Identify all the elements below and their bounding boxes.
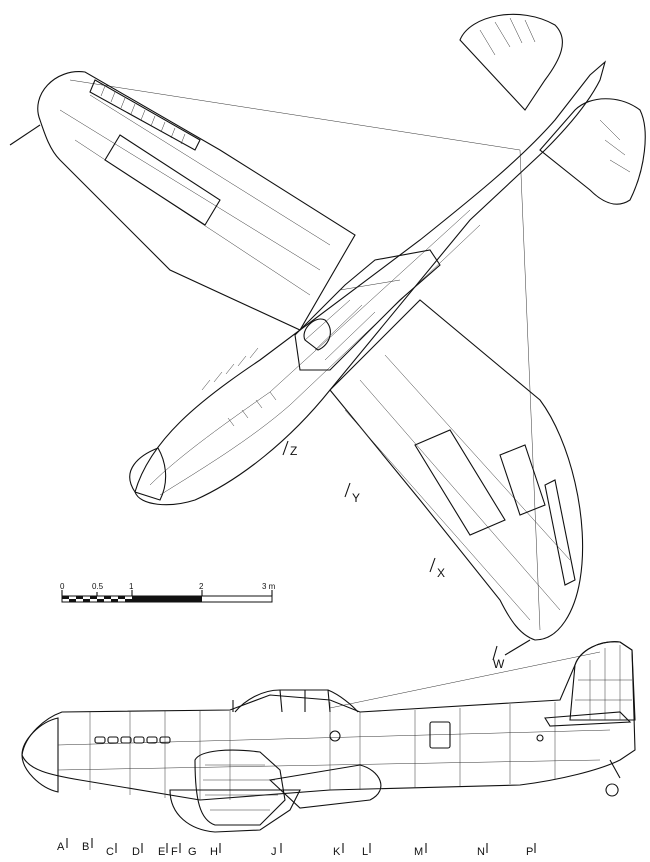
station-label-c: C (106, 846, 114, 858)
station-label-g: G (188, 846, 197, 858)
scale-tick-1: 1 (129, 582, 134, 591)
station-label-m: M (414, 846, 423, 858)
side-view (21, 641, 636, 833)
station-label-k: K (333, 846, 341, 858)
scale-tick-0: 0 (60, 582, 65, 591)
station-label-d: D (132, 846, 140, 858)
plan-view (9, 13, 646, 656)
plan-section-markers: Z Y X W (282, 440, 505, 671)
section-label-w: W (493, 657, 505, 671)
station-label-j: J (271, 846, 277, 858)
station-label-f: F (171, 846, 178, 858)
section-label-y: Y (352, 491, 360, 505)
scale-tick-2: 2 (199, 582, 204, 591)
side-section-markers: A B C D E F G H J K L M N P (57, 838, 536, 858)
scale-bar: 0 0.5 1 2 3 m (60, 582, 276, 603)
station-label-l: L (362, 846, 368, 858)
scale-tick-0-5: 0.5 (92, 582, 104, 591)
section-label-z: Z (290, 444, 297, 458)
station-label-b: B (82, 841, 89, 853)
station-label-n: N (477, 846, 485, 858)
station-label-h: H (210, 846, 218, 858)
station-label-p: P (526, 846, 533, 858)
station-label-a: A (57, 841, 65, 853)
station-label-e: E (158, 846, 165, 858)
scale-tick-3m: 3 m (262, 582, 276, 591)
section-label-x: X (437, 566, 445, 580)
